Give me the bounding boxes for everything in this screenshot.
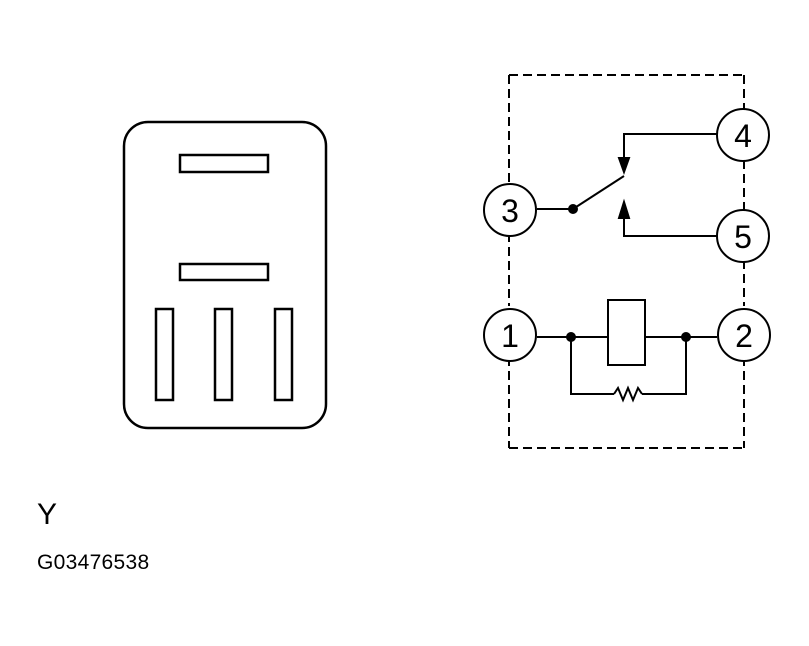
terminal-slot-top	[178, 153, 270, 174]
pin-2-circle	[717, 308, 771, 362]
relay-coil	[607, 299, 646, 366]
figure-code: G03476538	[37, 551, 150, 574]
coil-junction-left	[566, 332, 576, 342]
coil-junction-right	[681, 332, 691, 342]
terminal-slot-right	[273, 307, 294, 402]
switch-contacts	[537, 133, 717, 237]
switch-pivot-dot	[568, 204, 578, 214]
pin-4-label: 4	[734, 118, 752, 154]
pin-3-circle	[483, 183, 537, 237]
pin-4-circle	[716, 108, 770, 162]
relay-connector-face	[122, 120, 328, 430]
relay-schematic	[483, 74, 771, 449]
connector-housing	[122, 120, 328, 430]
terminal-slot-center	[213, 307, 234, 402]
pin-5-label: 5	[734, 219, 752, 255]
relay-enclosure	[508, 74, 745, 449]
terminal-slot-middle	[178, 262, 270, 282]
caption-letter: Y	[37, 498, 58, 531]
resistor	[613, 385, 643, 403]
pin-3-label: 3	[501, 193, 519, 229]
pin-2-label: 2	[735, 318, 753, 354]
pin-1-label: 1	[501, 318, 519, 354]
coil-circuit	[537, 299, 717, 403]
pin-5-circle	[716, 209, 770, 263]
terminal-slot-left	[154, 307, 175, 402]
pin-1-circle	[483, 308, 537, 362]
